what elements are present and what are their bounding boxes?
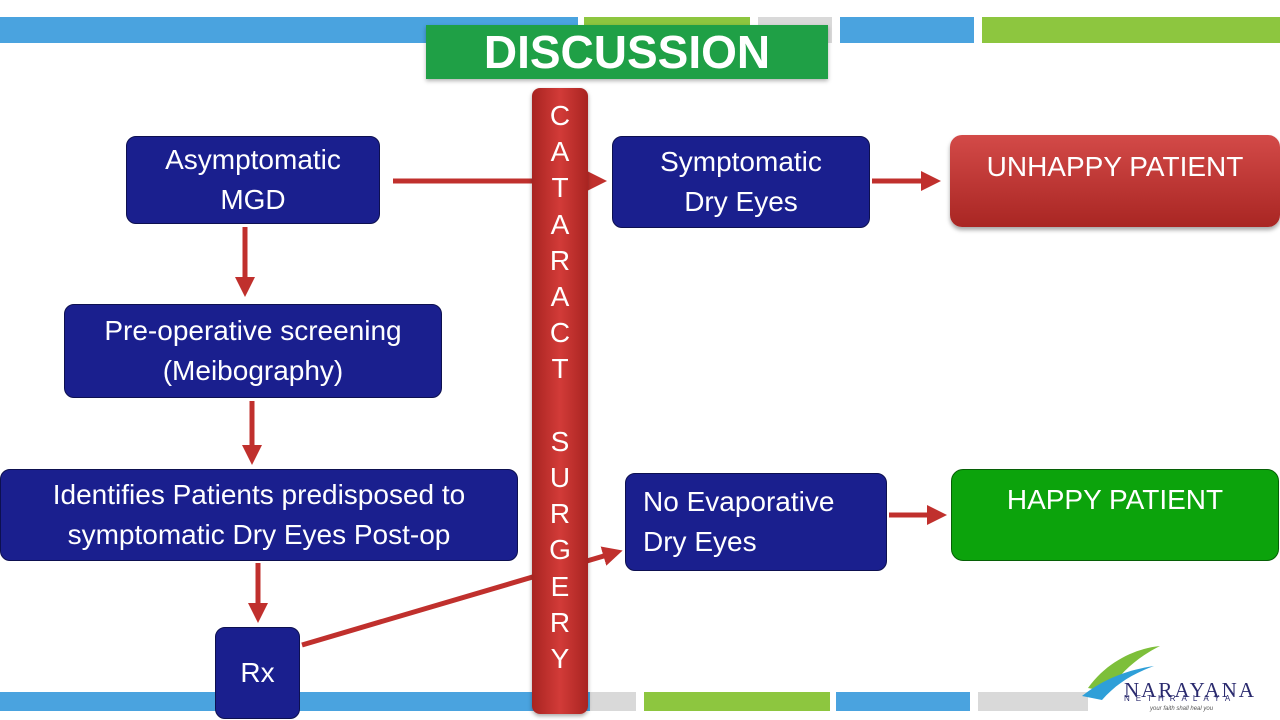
identifies-line-1: Identifies Patients predisposed to [52,479,466,510]
cataract-letter: G [549,534,571,566]
mgd-line: MGD [220,184,286,215]
cataract-letter: A [550,208,570,240]
identifies-patients-box: Identifies Patients predisposed to sympt… [0,469,518,561]
identifies-line-2: symptomatic Dry Eyes Post-op [67,519,451,550]
preop-screening-box: Pre-operative screening (Meibography) [64,304,442,398]
bottom-bar-blue-1 [0,692,634,711]
meibography-line: (Meibography) [162,355,344,386]
symptomatic-dry-eyes-box: Symptomatic Dry Eyes [612,136,870,228]
cataract-letter: E [550,570,570,602]
cataract-letter: Y [550,643,570,674]
cataract-letter: R [549,498,571,530]
logo-name: NARAYANA [1124,678,1256,702]
cataract-letter: R [549,244,571,276]
unhappy-patient-label: UNHAPPY PATIENT [986,151,1244,182]
cataract-letter: U [549,462,571,493]
preop-line: Pre-operative screening [104,315,402,346]
slide-title: DISCUSSION [426,25,828,79]
no-evaporative-line: No Evaporative [643,486,835,517]
logo-tagline: your faith shall heal you [1150,706,1214,712]
no-evaporative-dry-eyes-box: No Evaporative Dry Eyes [625,473,887,571]
asymptomatic-line: Asymptomatic [165,144,341,175]
cataract-letter: T [551,353,569,385]
cataract-letter: S [550,425,570,457]
unhappy-patient-box: UNHAPPY PATIENT [950,135,1280,227]
asymptomatic-mgd-box: Asymptomatic MGD [126,136,380,224]
cataract-letter: A [550,136,570,168]
happy-patient-label: HAPPY PATIENT [1006,484,1224,515]
rx-label: Rx [240,657,275,688]
narayana-logo-icon [1082,646,1160,700]
no-evaporative-dry-eyes-line: Dry Eyes [643,526,757,557]
logo-sub: NETHRALAYA [1124,694,1237,703]
cataract-letter: T [551,172,569,204]
cataract-letter: C [549,100,571,131]
bottom-bar-blue-2 [836,692,970,711]
bottom-bar-gray-2 [978,692,1088,711]
cataract-letter: R [549,606,571,638]
dry-eyes-line: Dry Eyes [684,186,798,217]
rx-box: Rx [215,627,300,719]
happy-patient-box: HAPPY PATIENT [951,469,1279,561]
cataract-letter: C [549,317,571,349]
bottom-bar-gray-1 [590,692,636,711]
top-bar-green-2 [982,17,1280,43]
bottom-bar-green [644,692,830,711]
symptomatic-line: Symptomatic [660,146,822,177]
top-bar-blue-2 [840,17,974,43]
cataract-letter: A [550,281,570,312]
